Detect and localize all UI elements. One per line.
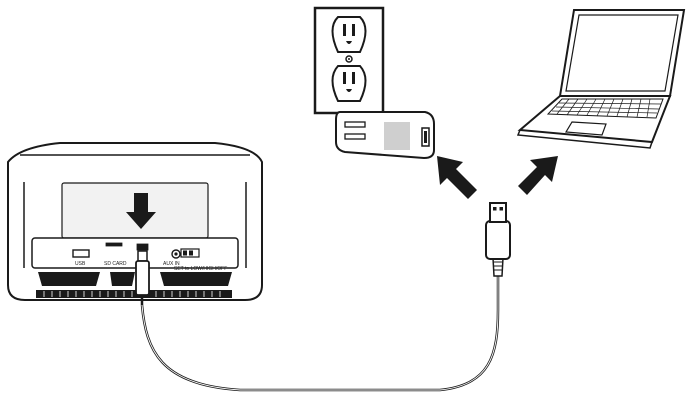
laptop-trackpad — [564, 121, 607, 136]
label-sd-card: SD CARD — [104, 261, 127, 267]
label-usb: USB — [75, 261, 86, 267]
wall-adapter — [335, 111, 435, 160]
arrow-down-icon — [126, 193, 156, 229]
receptacle-top — [331, 16, 367, 53]
wall-outlet — [313, 6, 385, 115]
micro-usb-port — [136, 243, 149, 251]
laptop — [516, 9, 686, 149]
port-panel — [31, 237, 239, 269]
label-mode-switch: SET to LOW/HIGH/OFF — [174, 266, 227, 272]
speaker-vents — [38, 272, 232, 286]
label-aux-in: AUX IN — [163, 261, 180, 267]
usb-a-plug-tip — [489, 202, 507, 223]
laptop-screen — [558, 9, 686, 97]
adapter-prong-2 — [344, 133, 366, 140]
usb-a-plug-body — [485, 220, 511, 260]
usb-cable — [135, 202, 511, 392]
micro-usb-plug — [137, 250, 148, 262]
sd-card-slot — [105, 242, 123, 247]
arrow-up-left-icon — [437, 156, 477, 199]
adapter-prong-1 — [344, 121, 366, 128]
usb-port — [72, 249, 90, 258]
adapter-label-panel — [384, 122, 410, 150]
receptacle-bottom — [331, 65, 367, 102]
arrow-up-right-icon — [518, 156, 558, 195]
speaker-grille — [36, 290, 232, 298]
